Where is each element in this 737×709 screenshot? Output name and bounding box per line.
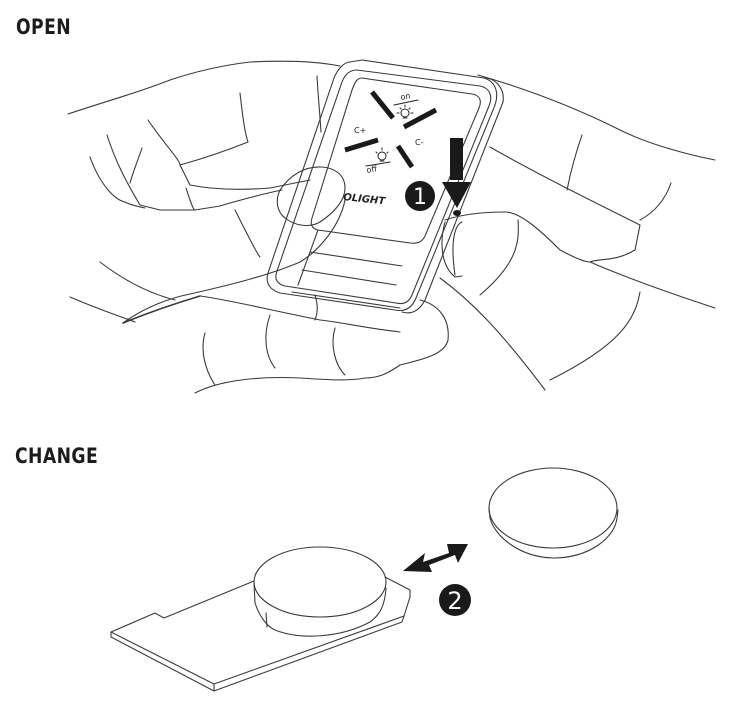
hand-outline bbox=[67, 60, 341, 115]
light-on-icon bbox=[393, 99, 419, 119]
open-illustration: on off C+ C- OLIGHT 1 bbox=[67, 59, 716, 394]
section-heading-open: OPEN bbox=[16, 15, 72, 39]
label-on: on bbox=[400, 91, 411, 102]
step-1-badge: 1 bbox=[405, 181, 435, 211]
thumb bbox=[276, 166, 346, 227]
remote-control: on off C+ C- OLIGHT bbox=[266, 59, 504, 314]
label-c-plus: C+ bbox=[354, 126, 366, 135]
step-2-badge: 2 bbox=[439, 584, 471, 616]
double-headed-arrow-icon bbox=[403, 544, 468, 572]
svg-text:2: 2 bbox=[447, 587, 462, 615]
battery-installed bbox=[253, 546, 387, 637]
right-hand-outline bbox=[477, 74, 716, 161]
brand-text: OLIGHT bbox=[343, 192, 387, 207]
down-arrow-icon bbox=[442, 138, 471, 216]
section-heading-change: CHANGE bbox=[15, 444, 99, 468]
label-off: off bbox=[366, 164, 378, 175]
light-off-icon bbox=[365, 147, 391, 167]
change-illustration: 2 bbox=[110, 467, 619, 692]
battery-holder-board bbox=[110, 576, 411, 692]
label-c-minus: C- bbox=[415, 138, 424, 147]
svg-text:1: 1 bbox=[413, 185, 427, 210]
battery-loose bbox=[488, 467, 619, 559]
